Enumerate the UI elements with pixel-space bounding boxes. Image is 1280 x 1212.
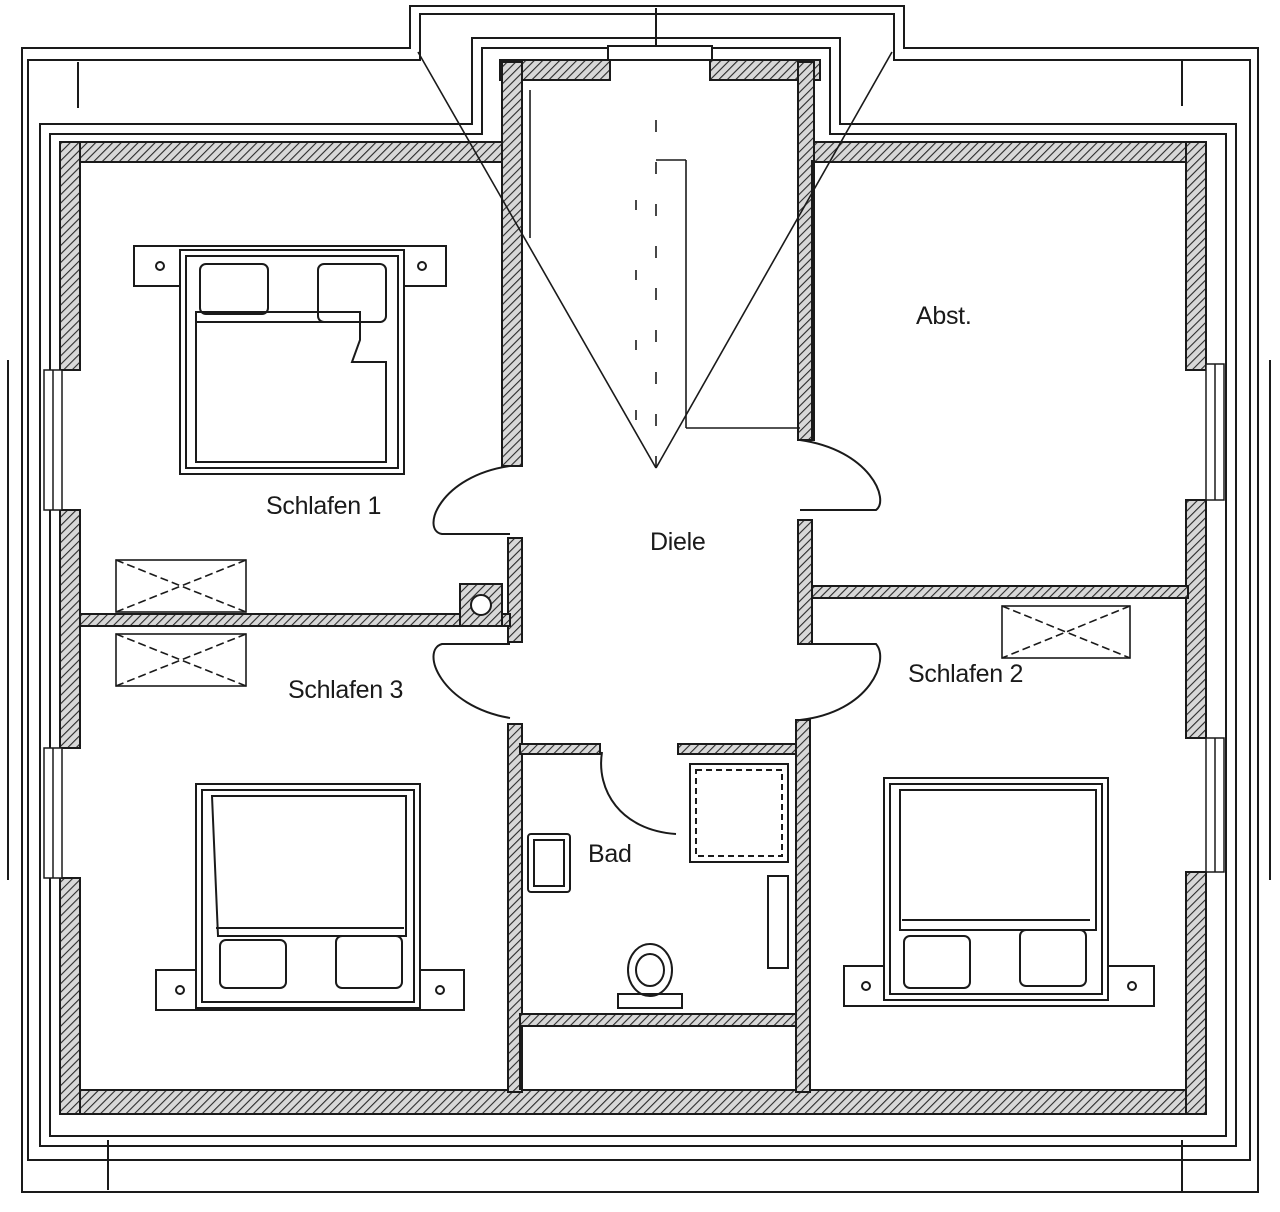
side-wall-marks: [7, 8, 1271, 1192]
exterior-walls: [59, 45, 1207, 1115]
outer-roof-outline: [21, 5, 1259, 1193]
windows: [43, 363, 1225, 879]
wardrobes: [115, 559, 1131, 687]
bed-schlafen-1: [133, 245, 447, 475]
room-label-bad: Bad: [588, 840, 632, 868]
staircase: [417, 51, 893, 470]
room-label-diele: Diele: [650, 528, 706, 556]
bed-schlafen-3: [155, 783, 465, 1011]
room-label-schlafen-3: Schlafen 3: [288, 676, 404, 704]
room-label-schlafen-2: Schlafen 2: [908, 660, 1024, 688]
bed-schlafen-2: [843, 777, 1155, 1007]
chimney: [459, 583, 503, 627]
door-swings: [432, 439, 882, 835]
interior-walls: [79, 61, 1189, 1093]
bathroom-fixtures: [527, 763, 789, 1009]
room-label-schlafen-1: Schlafen 1: [266, 492, 382, 520]
room-label-abst: Abst.: [916, 302, 972, 330]
partition-lines: [519, 160, 813, 1090]
